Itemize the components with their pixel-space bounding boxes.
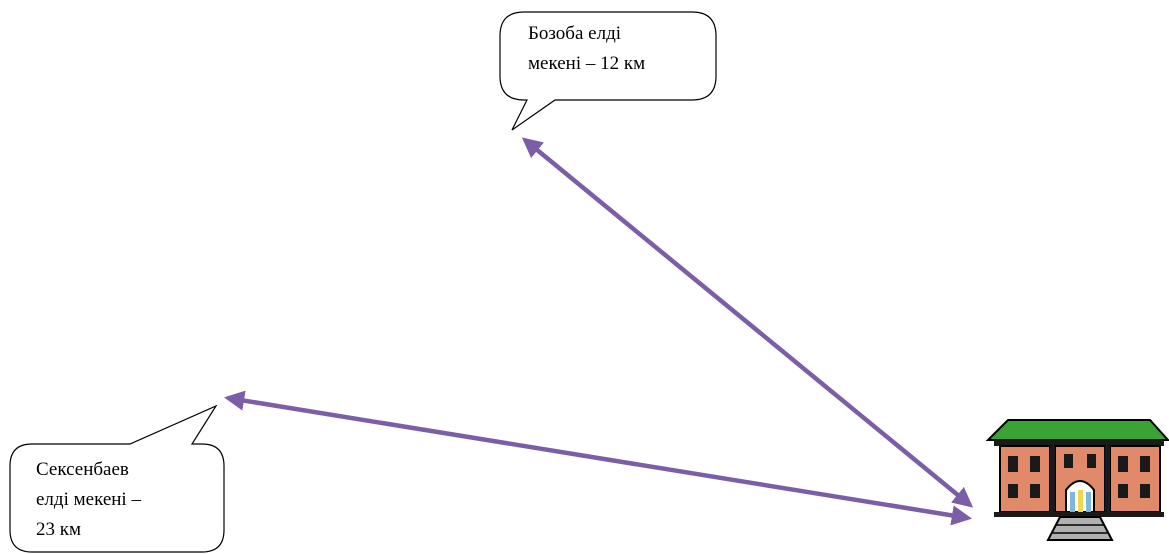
arrow-to-seksenbaev	[224, 390, 972, 526]
callout-seksenbaev-line-3: 23 км	[36, 519, 82, 540]
callout-bubble-bozoba	[499, 11, 717, 131]
arrow-to-bozoba	[521, 137, 974, 508]
callout-seksenbaev-line-2: елді мекені –	[36, 489, 141, 510]
callout-label-bozoba: Бозоба елді мекені – 12 км	[528, 19, 645, 79]
callout-label-seksenbaev: Сексенбаев елді мекені – 23 км	[36, 455, 141, 545]
callout-bozoba-line-2: мекені – 12 км	[528, 53, 646, 74]
school-building-icon	[985, 419, 1169, 541]
callout-bozoba-line-1: Бозоба елді	[528, 23, 622, 44]
callout-bubble-seksenbaev	[9, 404, 225, 553]
callout-seksenbaev-line-1: Сексенбаев	[36, 459, 129, 480]
